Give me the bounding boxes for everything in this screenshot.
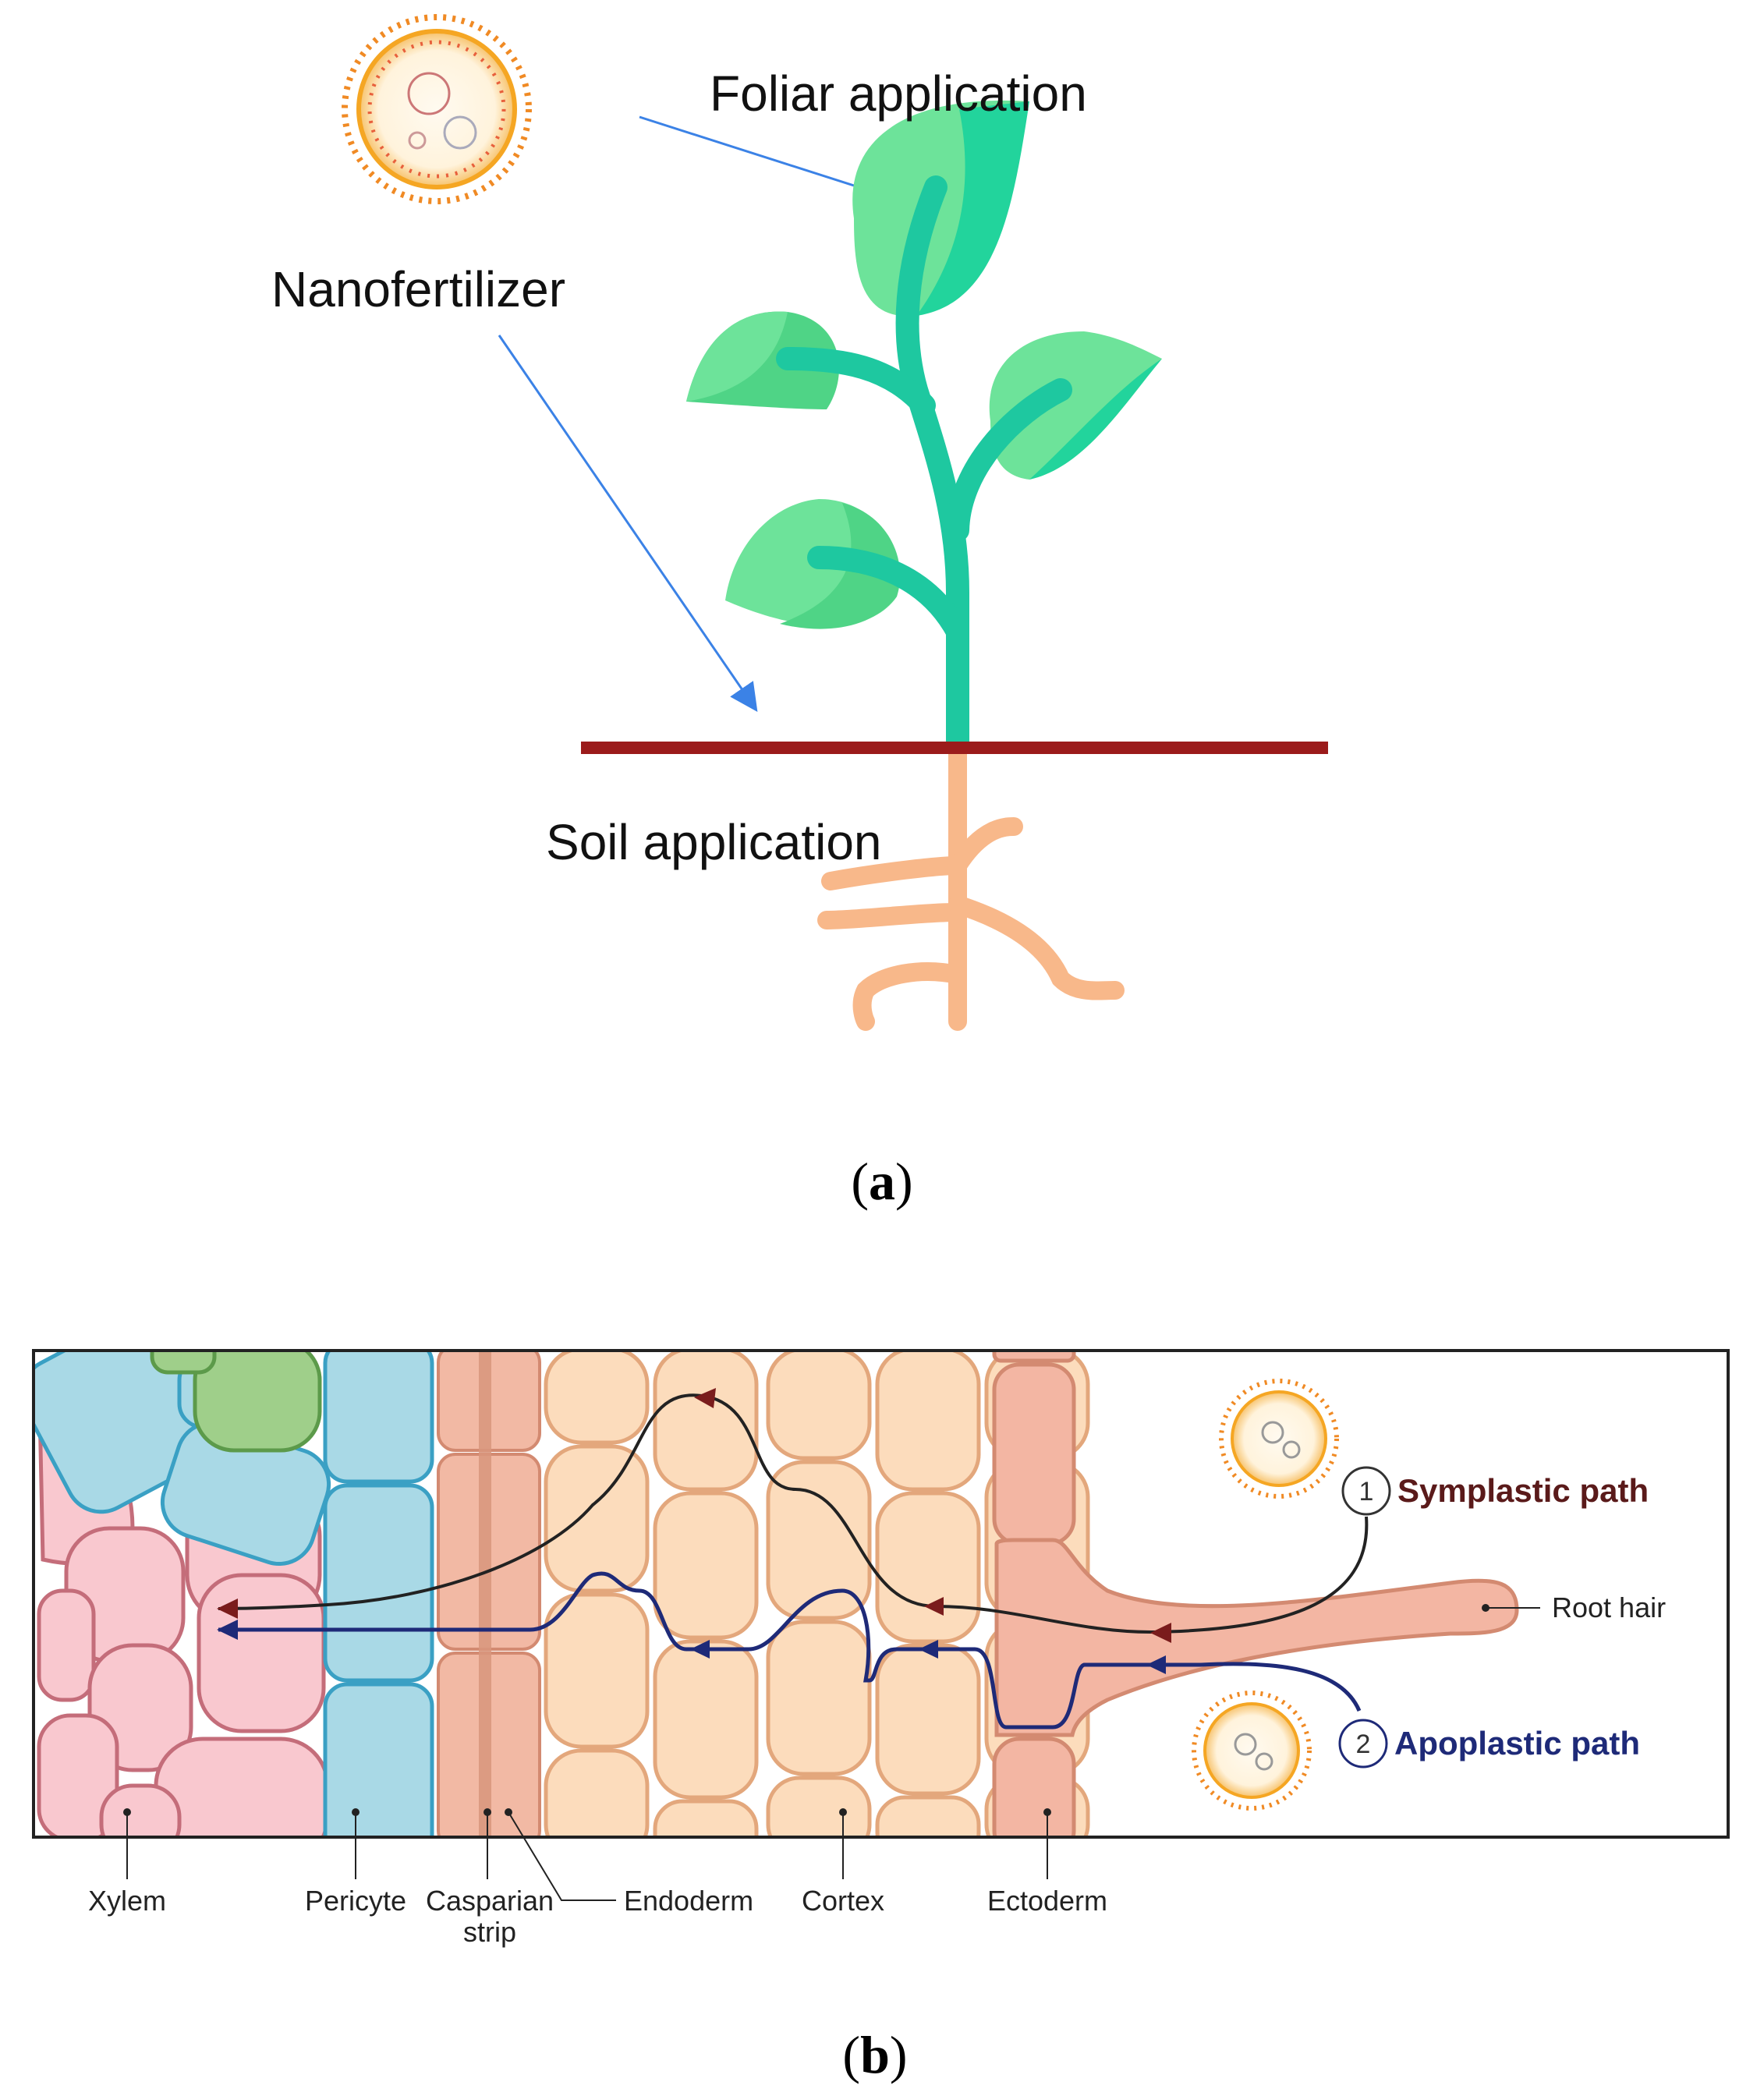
soil-label: Soil application [546,814,882,870]
symplastic-number: 1 [1359,1477,1374,1506]
panel-b-frame [32,1349,1730,1839]
top-leaf-shade [916,101,1029,316]
pericyte-label: Pericyte [305,1885,406,1917]
symplastic-arrowheads [217,1388,1171,1643]
branch-left-upper [776,347,936,417]
xylem-cells [37,1369,330,1837]
symplastic-label: Symplastic path [1397,1472,1649,1509]
root-branch-1 [948,817,1023,875]
cortex-label: Cortex [802,1885,884,1917]
soil-arrow [498,335,758,712]
xylem-label: Xylem [88,1885,166,1917]
apoplastic-path-line [218,1571,1362,1730]
panel-b-caption: (b) [842,2025,907,2084]
plant-icon [686,100,1162,1031]
root-branch-3 [817,903,967,929]
tissue-leader-lines [126,1811,1048,1901]
branch-left-lower [807,546,969,643]
nanofertilizer-label: Nanofertilizer [271,261,565,317]
right-upper-leaf-shade [1029,359,1162,480]
root-branch-4 [948,895,1125,1000]
right-upper-leaf [989,331,1162,480]
soil-line [581,742,1328,754]
nanoparticle-icon [342,14,532,204]
left-lower-leaf-shade [780,503,901,629]
tissue-cross-section: 1 Symplastic path 2 Apoplastic path Root… [34,1351,1728,1837]
symplastic-number-badge [1341,1466,1391,1516]
root-branch-5 [852,962,967,1031]
green-cells [150,1351,322,1453]
root-hair [994,1538,1519,1737]
apoplastic-number-badge [1338,1719,1388,1768]
apoplastic-arrowheads [217,1620,1166,1674]
root-branch-2 [821,856,967,890]
ectoderm-label: Ectoderm [987,1885,1107,1917]
panel-b: 1 Symplastic path 2 Apoplastic path Root… [32,1349,1730,2084]
left-upper-leaf-light [686,311,788,402]
branch-right [946,378,1072,542]
casparian-strip [479,1351,491,1837]
apoplastic-label: Apoplastic path [1394,1725,1640,1761]
apoplastic-number: 2 [1356,1730,1371,1759]
casparian-label-line2: strip [463,1916,516,1948]
nanoparticle-apoplastic-icon [1192,1691,1312,1811]
endoderm-label: Endoderm [624,1885,753,1917]
panel-a: Foliar application Nanofertilizer Soil a… [271,14,1328,1211]
root-hair-label: Root hair [1552,1591,1666,1623]
panel-a-caption: (a) [851,1152,912,1211]
nanoparticle-symplastic-icon [1219,1379,1339,1499]
casparian-label-line1: Casparian [426,1885,554,1917]
foliar-label: Foliar application [710,66,1087,122]
